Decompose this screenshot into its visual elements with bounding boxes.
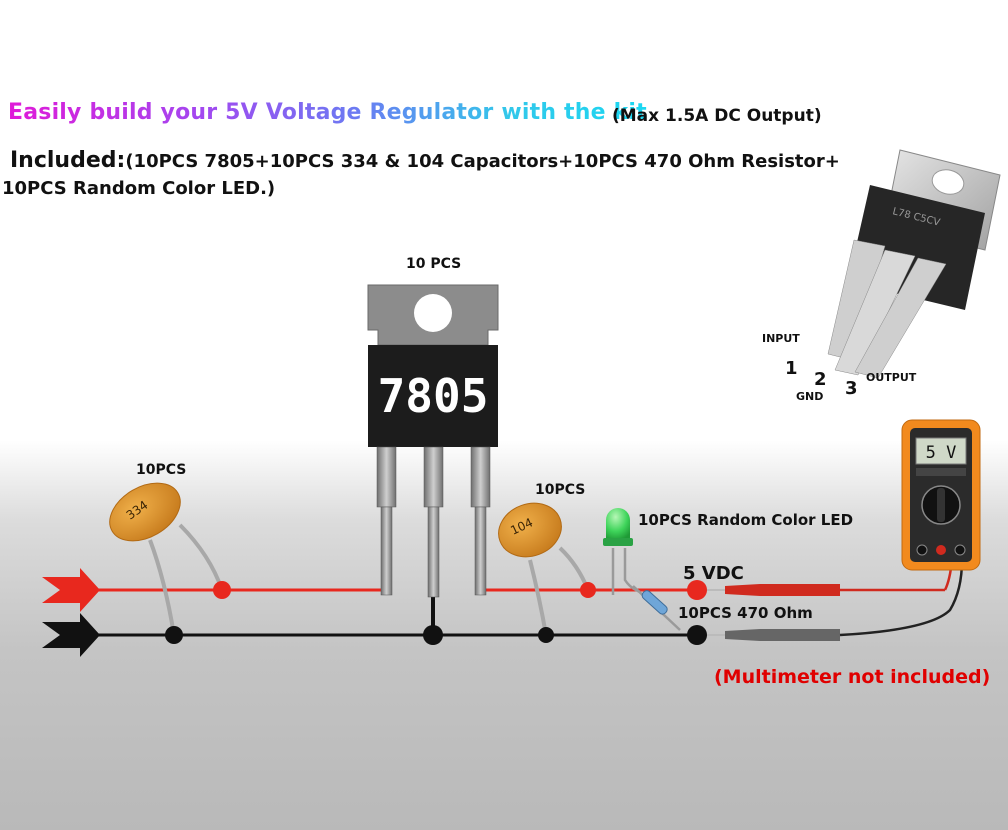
max-output-note: (Max 1.5A DC Output) [612,106,822,126]
included-label: Included: [10,148,126,173]
pinout-input-label: INPUT [762,332,800,345]
resistor [632,585,681,631]
capacitor-104-quantity: 10PCS [535,482,586,498]
pinout-output-label: OUTPUT [866,371,917,384]
led [603,508,641,595]
regulator-7805: 7805 [367,284,499,645]
output-positive-terminal [687,580,707,600]
included-items: (10PCS 7805+10PCS 334 & 104 Capacitors+1… [125,151,840,172]
black-probe [707,559,964,641]
ground-rail [42,596,700,657]
multimeter-display: 5 V [926,443,957,463]
headline: Easily build your 5V Voltage Regulator w… [8,100,647,125]
resistor-label: 10PCS 470 Ohm [678,604,813,622]
output-voltage-label: 5 VDC [683,563,744,584]
capacitor-104: 104 [498,502,596,643]
pinout-illustration: L78 C5CV [827,149,1001,379]
regulator-quantity: 10 PCS [406,256,462,272]
pinout-pin-2: 2 [814,369,827,390]
pinout-gnd-label: GND [796,390,824,403]
red-probe [707,559,954,596]
output-ground-terminal [687,625,707,645]
pinout-pin-3: 3 [845,378,858,399]
multimeter: 5 V [901,419,981,571]
positive-rail [42,568,700,612]
pinout-pin-1: 1 [785,358,798,379]
capacitor-334-quantity: 10PCS [136,462,187,478]
included-line-2: 10PCS Random Color LED.) [2,178,276,199]
multimeter-not-included-note: (Multimeter not included) [714,666,991,688]
regulator-part-number: 7805 [378,369,489,423]
capacitor-334: 334 [109,482,231,644]
led-label: 10PCS Random Color LED [638,511,854,529]
included-line-1: Included:(10PCS 7805+10PCS 334 & 104 Cap… [10,148,840,173]
